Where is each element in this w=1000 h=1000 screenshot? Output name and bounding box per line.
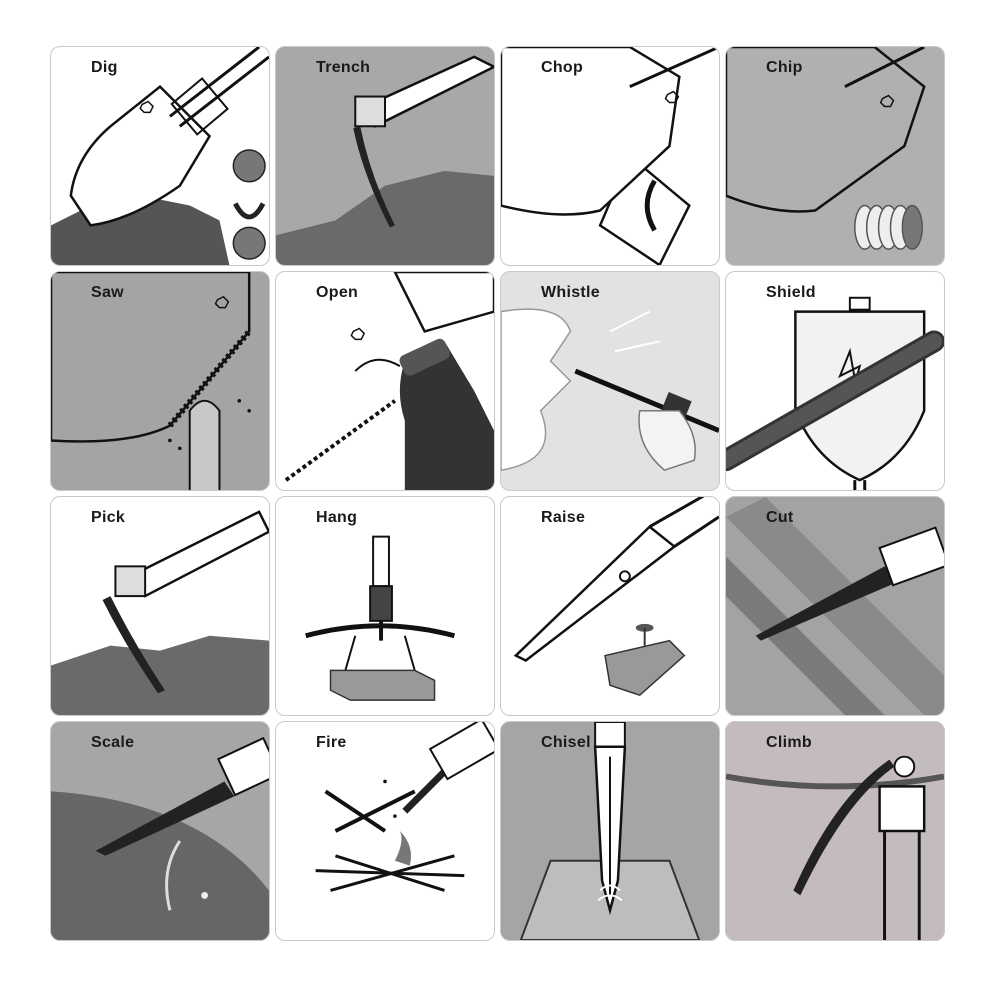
climb-hook-icon xyxy=(726,755,944,940)
tile-label-open: Open xyxy=(316,284,359,301)
tile-label-trench: Trench xyxy=(316,59,371,76)
tile-dig: Dig xyxy=(50,46,270,266)
tile-fire: Fire xyxy=(275,721,495,941)
shovel-dig-icon xyxy=(51,47,269,265)
chisel-icon xyxy=(519,722,701,940)
tile-label-shield: Shield xyxy=(766,284,816,301)
tile-chip: Chip xyxy=(725,46,945,266)
tile-saw: Saw xyxy=(50,271,270,491)
tile-pick: Pick xyxy=(50,496,270,716)
tile-scale: Scale xyxy=(50,721,270,941)
fire-starter-icon xyxy=(315,722,494,892)
tile-label-fire: Fire xyxy=(316,734,347,751)
nail-puller-icon xyxy=(513,497,719,697)
tile-raise: Raise xyxy=(500,496,720,716)
tile-label-scale: Scale xyxy=(91,734,135,751)
fish-scale-icon xyxy=(51,736,269,940)
tile-label-pick: Pick xyxy=(91,509,126,526)
tile-label-cut: Cut xyxy=(766,509,794,526)
tile-hang: Hang xyxy=(275,496,495,716)
tile-climb: Climb xyxy=(725,721,945,941)
tile-label-climb: Climb xyxy=(766,734,812,751)
tile-label-chop: Chop xyxy=(541,59,584,76)
bottle-opener-icon xyxy=(284,272,494,490)
pick-icon xyxy=(51,510,269,715)
shovel-chip-icon xyxy=(726,47,926,250)
tile-label-chip: Chip xyxy=(766,59,803,76)
knife-cut-icon xyxy=(726,497,944,715)
shovel-saw-icon xyxy=(51,272,252,490)
tile-label-chisel: Chisel xyxy=(541,734,591,751)
tile-shield: Shield xyxy=(725,271,945,491)
tile-open: Open xyxy=(275,271,495,491)
tile-chisel: Chisel xyxy=(500,721,720,941)
wood-chips xyxy=(854,204,923,250)
shovel-chop-icon xyxy=(501,47,719,265)
tile-label-whistle: Whistle xyxy=(541,284,600,301)
tile-chop: Chop xyxy=(500,46,720,266)
tile-label-dig: Dig xyxy=(91,59,118,76)
shield-icon xyxy=(726,296,944,490)
tile-label-raise: Raise xyxy=(541,509,586,526)
shovel-trench-icon xyxy=(276,55,494,265)
tile-label-saw: Saw xyxy=(91,284,124,301)
feature-grid: Dig Trench Chop xyxy=(50,46,946,942)
tile-trench: Trench xyxy=(275,46,495,266)
whistle-icon xyxy=(501,308,719,472)
tile-label-hang: Hang xyxy=(316,509,358,526)
hang-hook-icon xyxy=(305,535,456,701)
tile-cut: Cut xyxy=(725,496,945,716)
tile-whistle: Whistle xyxy=(500,271,720,491)
